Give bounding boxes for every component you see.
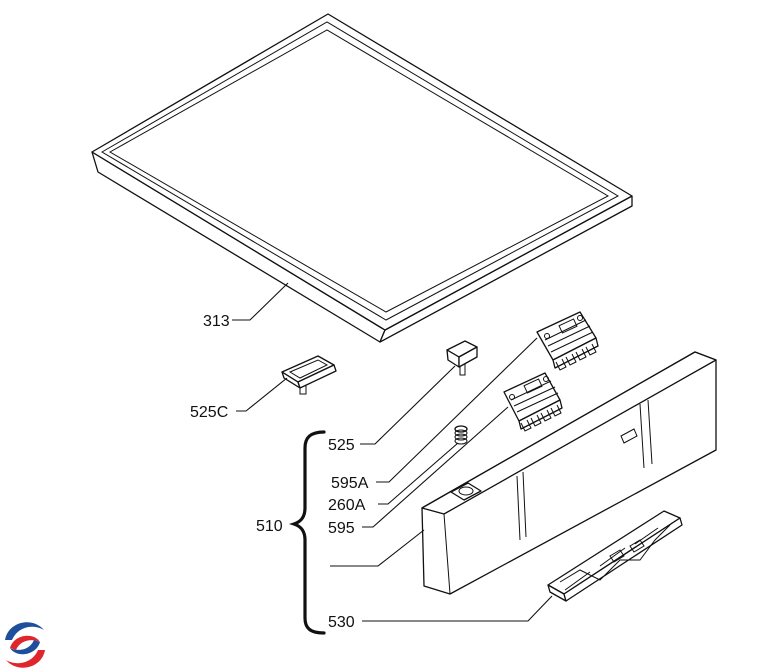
callout-595A: 595A — [331, 475, 369, 492]
leader-260A — [378, 442, 459, 505]
leader-530 — [362, 595, 553, 622]
callout-510: 510 — [256, 518, 283, 535]
leader-313 — [232, 282, 289, 321]
control-board-upper — [536, 311, 599, 371]
callout-525: 525 — [328, 437, 355, 454]
callout-260A: 260A — [328, 497, 366, 514]
leader-595A — [376, 337, 538, 483]
brand-swirl-icon — [3, 622, 47, 668]
leader-lines — [232, 282, 553, 622]
group-bracket-510 — [288, 430, 326, 635]
handle-trim-part — [547, 510, 683, 602]
leader-510 — [330, 529, 425, 567]
button-cap-part — [446, 340, 478, 376]
callout-530: 530 — [328, 614, 355, 631]
callout-313: 313 — [203, 313, 230, 330]
callout-595: 595 — [328, 520, 355, 537]
callout-525C: 525C — [190, 404, 228, 421]
leader-595 — [362, 406, 509, 528]
lid-panel — [91, 13, 633, 343]
leader-525C — [236, 377, 288, 412]
control-board-lower — [503, 372, 563, 432]
leader-525 — [360, 365, 456, 445]
spring-part — [454, 425, 468, 445]
tray-part — [281, 355, 337, 395]
control-panel-fascia — [421, 351, 717, 595]
